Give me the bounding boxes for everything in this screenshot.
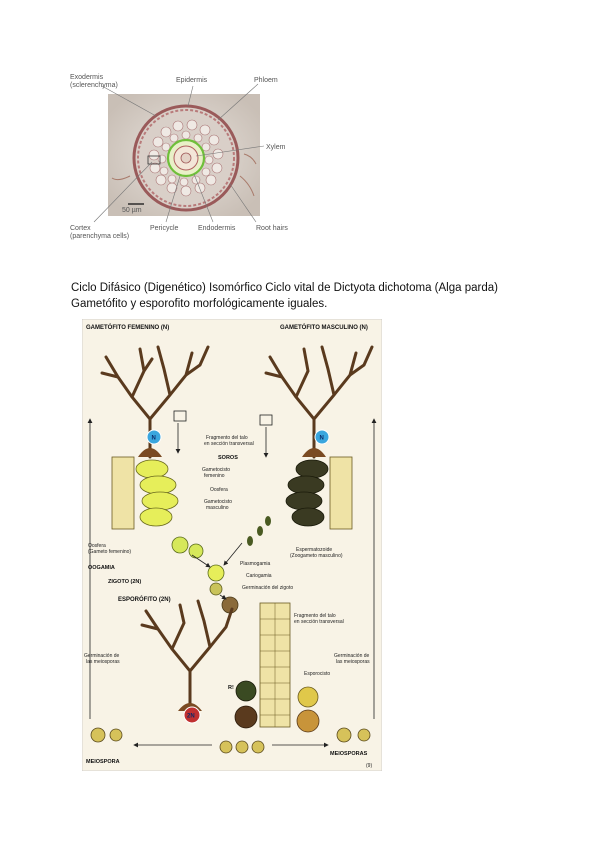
sporophyte-2n-label: 2N: [187, 714, 195, 720]
label-esporofito: ESPORÓFITO (2N): [118, 595, 171, 603]
label-fragmento-mid-2: en sección transversal: [294, 619, 344, 625]
label-cortex-sub: (parenchyma cells): [70, 233, 129, 240]
label-esporocisto: Esporocisto: [304, 671, 330, 677]
label-germ-right-2: las meiosporas: [336, 659, 370, 665]
label-endodermis: Endodermis: [198, 225, 236, 232]
label-oosfera-left-2: (Gameto femenino): [88, 549, 131, 555]
label-germ-left-2: las meiosporas: [86, 659, 120, 665]
zygote-cell: [210, 583, 222, 595]
sporangium-4: [297, 710, 319, 732]
label-oosfera-center: Oosfera: [210, 487, 228, 493]
dictyota-life-cycle-figure: GAMETÓFITO FEMENINO (N) GAMETÓFITO MASCU…: [82, 319, 382, 771]
title-male-gametophyte: GAMETÓFITO MASCULINO (N): [280, 323, 368, 331]
meiospores-center: [220, 741, 264, 753]
label-cariogamia: Cariogamia: [246, 573, 272, 579]
sporangium-2: [235, 706, 257, 728]
label-phloem: Phloem: [254, 77, 278, 84]
sporangium-1: [236, 681, 256, 701]
female-thallus-section: [112, 457, 134, 529]
root-cross-section-figure: 50 µm Exodermis (sclerenchyma) Epidermis…: [68, 72, 300, 244]
xylem-core: [181, 153, 191, 163]
female-n-badge-label: N: [152, 436, 156, 442]
figure-background: [82, 319, 382, 771]
label-xylem: Xylem: [266, 144, 286, 151]
label-meiospora-right: MEIOSPORAS: [330, 751, 368, 757]
label-gametocisto-masc-2: masculino: [206, 505, 229, 511]
label-zigoto: ZIGOTO (2N): [108, 579, 141, 585]
caption-line-2: Gametófito y esporofito morfológicamente…: [71, 296, 541, 312]
label-pericycle: Pericycle: [150, 225, 179, 232]
male-n-badge-label: N: [320, 436, 324, 442]
label-root-hairs: Root hairs: [256, 225, 288, 232]
caption-line-1: Ciclo Difásico (Digenético) Isomórfico C…: [71, 280, 541, 296]
label-soros: SOROS: [218, 455, 238, 461]
root-cross-section-image: 50 µm Exodermis (sclerenchyma) Epidermis…: [68, 72, 300, 244]
label-fig-number: (9): [366, 763, 372, 769]
label-germinacion-zigoto: Germinación del zigoto: [242, 585, 293, 591]
label-fragmento-top-2: en sección transversal: [204, 441, 254, 447]
document-caption: Ciclo Difásico (Digenético) Isomórfico C…: [71, 280, 541, 312]
label-espermatozoide-2: (Zoogameto masculino): [290, 553, 343, 559]
scale-label: 50 µm: [122, 207, 142, 214]
label-gametocisto-fem-2: femenino: [204, 473, 225, 479]
male-thallus-section: [330, 457, 352, 529]
life-cycle-diagram: GAMETÓFITO FEMENINO (N) GAMETÓFITO MASCU…: [82, 319, 382, 771]
label-oogamia: OOGAMIA: [88, 565, 115, 571]
label-exodermis-sub: (sclerenchyma): [70, 82, 118, 89]
label-plasmogamia: Plasmogamia: [240, 561, 271, 567]
sporangium-3: [298, 687, 318, 707]
label-exodermis: Exodermis: [70, 74, 104, 81]
label-meiospora-left: MEIOSPORA: [86, 759, 120, 765]
title-female-gametophyte: GAMETÓFITO FEMENINO (N): [86, 323, 169, 331]
meiosis-label: R!: [228, 685, 234, 691]
label-cortex: Cortex: [70, 225, 91, 232]
oosphere-2: [189, 544, 203, 558]
plasmogamy-cell: [208, 565, 224, 581]
oosphere-1: [172, 537, 188, 553]
label-epidermis: Epidermis: [176, 77, 208, 84]
